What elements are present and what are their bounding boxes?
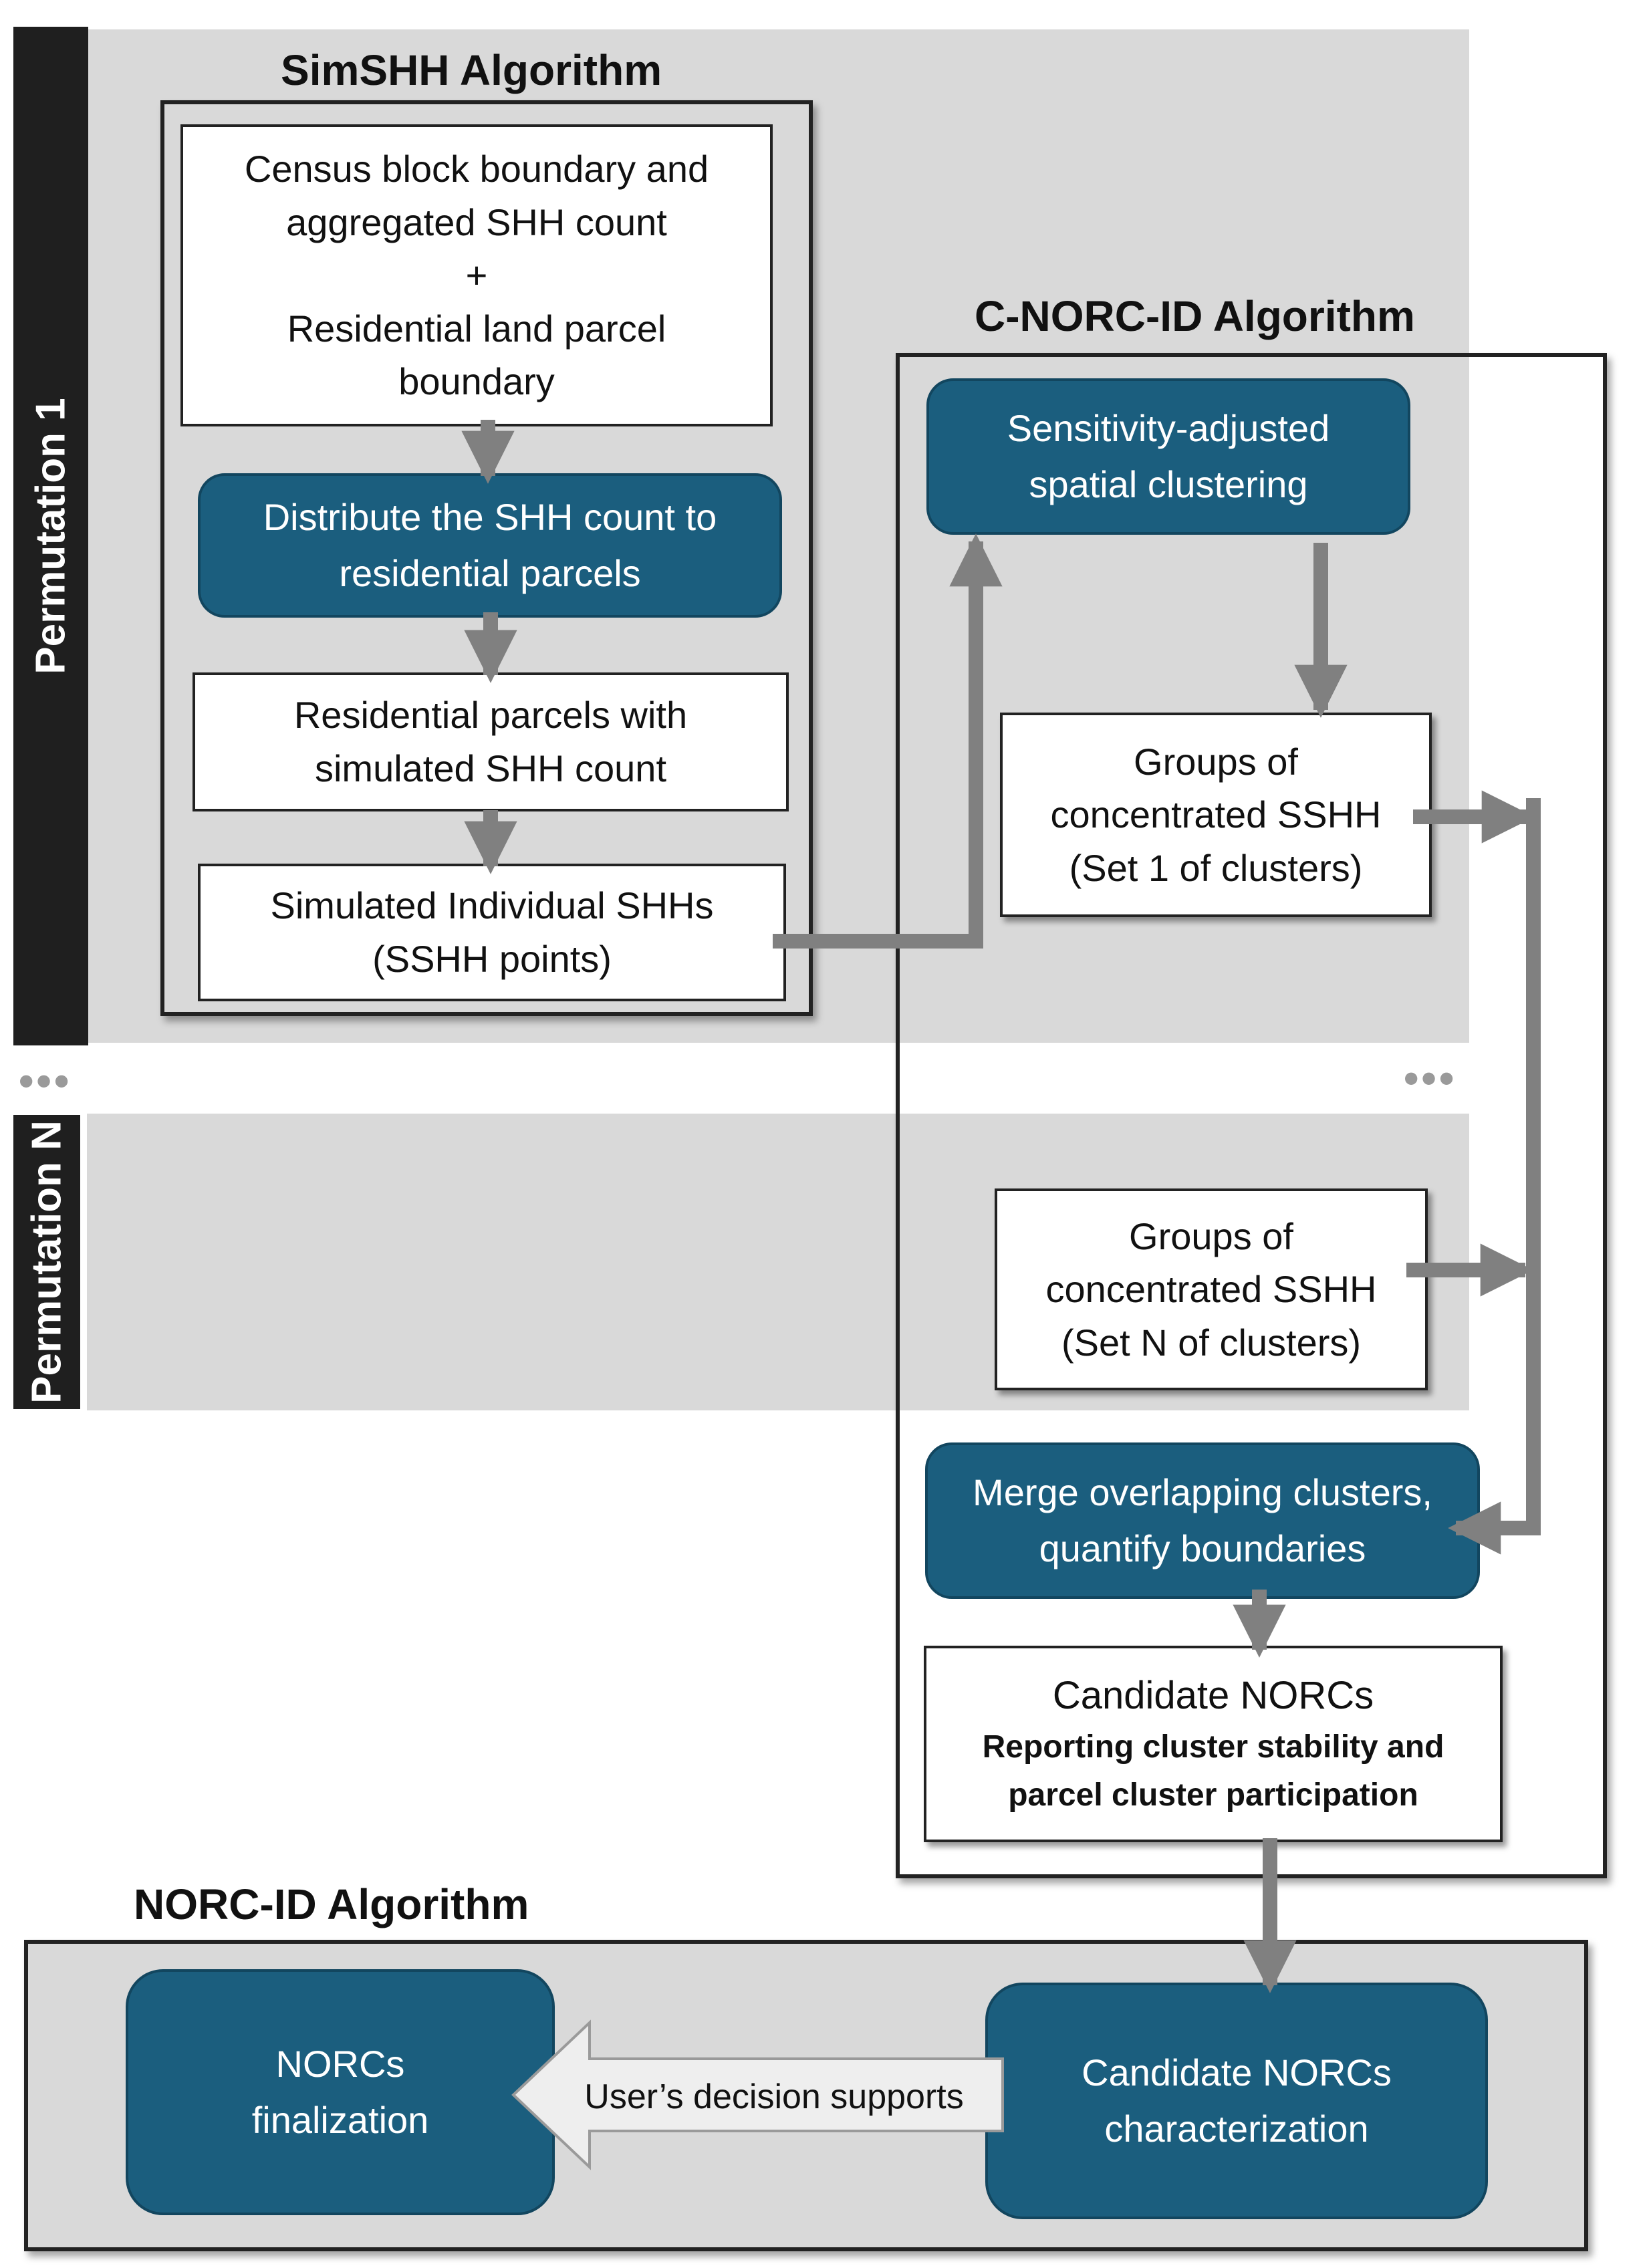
permutation-n-tab: Permutation N [13, 1115, 80, 1409]
merge-line-2: quantify boundaries [1039, 1527, 1366, 1569]
groups-set1-box: Groups of concentrated SSHH (Set 1 of cl… [1000, 713, 1432, 917]
parcels-line-2: simulated SHH count [314, 747, 666, 789]
clustering-line-2: spatial clustering [1029, 463, 1308, 505]
candidate-sub-2: parcel cluster participation [1008, 1777, 1418, 1813]
input-line-3: + [465, 254, 488, 297]
groups-setn-line-2: concentrated SSHH [1045, 1268, 1377, 1311]
input-line-1: Census block boundary and [244, 148, 709, 191]
decision-arrow-shape [511, 2019, 1004, 2170]
groups-setn-line-1: Groups of [1129, 1215, 1293, 1257]
arrow-bus-to-merge [1448, 798, 1541, 1555]
characterization-step: Candidate NORCs characterization [985, 1983, 1488, 2219]
groups-set1-line-3: (Set 1 of clusters) [1069, 846, 1363, 889]
input-data-box: Census block boundary and aggregated SHH… [180, 124, 773, 426]
characterization-line-1: Candidate NORCs [1082, 2051, 1392, 2094]
candidate-sub-1: Reporting cluster stability and [982, 1729, 1444, 1765]
input-line-5: boundary [398, 360, 555, 403]
distribute-line-2: residential parcels [339, 552, 641, 594]
simulated-shh-box: Simulated Individual SHHs (SSHH points) [198, 864, 786, 1001]
ellipsis-right: ••• [1404, 1054, 1457, 1102]
candidate-norcs-box: Candidate NORCs Reporting cluster stabil… [924, 1646, 1503, 1842]
characterization-line-2: characterization [1104, 2108, 1369, 2150]
distribute-step: Distribute the SHH count to residential … [198, 473, 782, 618]
simulated-line-1: Simulated Individual SHHs [270, 884, 714, 927]
cnorc-title: C-NORC-ID Algorithm [975, 292, 1415, 340]
norc-title: NORC-ID Algorithm [134, 1880, 529, 1928]
clustering-step: Sensitivity-adjusted spatial clustering [926, 378, 1410, 535]
decision-supports-label: User’s decision supports [584, 2077, 963, 2116]
simulated-line-2: (SSHH points) [372, 938, 612, 980]
parcels-line-1: Residential parcels with [293, 694, 688, 737]
candidate-title: Candidate NORCs [1052, 1673, 1374, 1717]
groups-setn-box: Groups of concentrated SSHH (Set N of cl… [995, 1188, 1428, 1390]
merge-step: Merge overlapping clusters, quantify bou… [925, 1442, 1480, 1599]
finalization-line-2: finalization [251, 2099, 429, 2141]
distribute-line-1: Distribute the SHH count to [263, 496, 717, 538]
cnorc-frame [896, 353, 1607, 1878]
simshh-frame [160, 100, 813, 1016]
input-line-4: Residential land parcel [287, 307, 666, 350]
groups-set1-line-1: Groups of [1134, 740, 1298, 783]
simshh-title: SimSHH Algorithm [281, 46, 662, 94]
ellipsis-left: ••• [19, 1057, 72, 1105]
merge-line-1: Merge overlapping clusters, [973, 1471, 1432, 1513]
parcels-box: Residential parcels with simulated SHH c… [193, 672, 789, 811]
groups-set1-line-2: concentrated SSHH [1050, 793, 1382, 836]
permutation-1-tab: Permutation 1 [13, 27, 88, 1045]
groups-setn-line-3: (Set N of clusters) [1061, 1321, 1362, 1364]
arrow-simulated-to-clustering [773, 533, 1003, 949]
finalization-line-1: NORCs [275, 2043, 405, 2085]
clustering-line-1: Sensitivity-adjusted [1007, 407, 1330, 449]
input-line-2: aggregated SHH count [286, 201, 667, 243]
